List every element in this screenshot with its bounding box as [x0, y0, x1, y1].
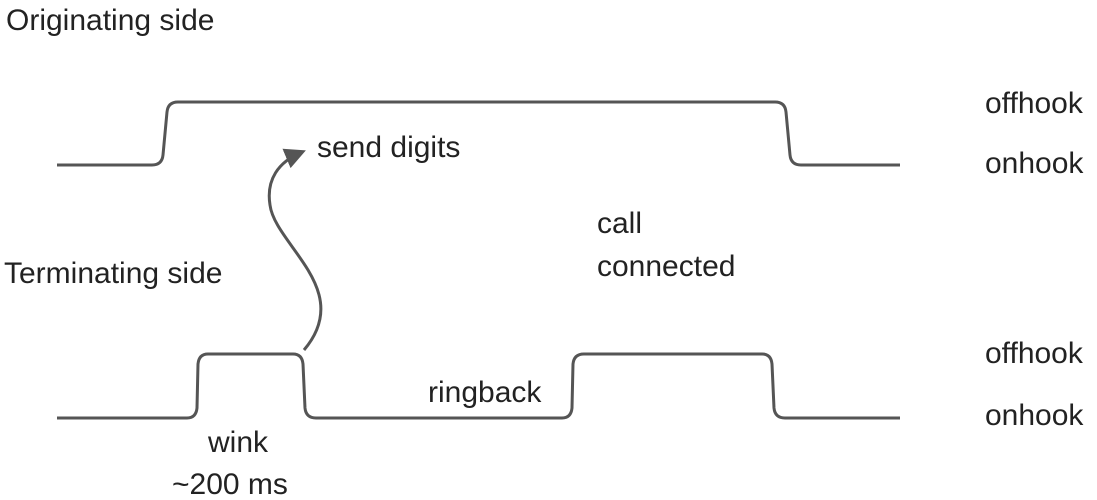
- ringback-label: ringback: [428, 376, 542, 409]
- terminating-side-title: Terminating side: [4, 257, 222, 290]
- terminating-waveform: [57, 352, 900, 420]
- terminating-onhook-label: onhook: [985, 399, 1084, 432]
- originating-onhook-label: onhook: [985, 147, 1084, 180]
- wink-label-line1: wink: [207, 426, 269, 459]
- send-digits-arrow: [267, 148, 323, 351]
- originating-offhook-label: offhook: [985, 87, 1084, 120]
- send-digits-label: send digits: [317, 131, 460, 164]
- call-connected-line2: connected: [597, 250, 735, 283]
- terminating-offhook-label: offhook: [985, 337, 1084, 370]
- call-connected-line1: call: [597, 207, 642, 240]
- originating-side-title: Originating side: [6, 4, 214, 37]
- originating-waveform: [57, 100, 900, 167]
- wink-label-line2: ~200 ms: [172, 468, 288, 500]
